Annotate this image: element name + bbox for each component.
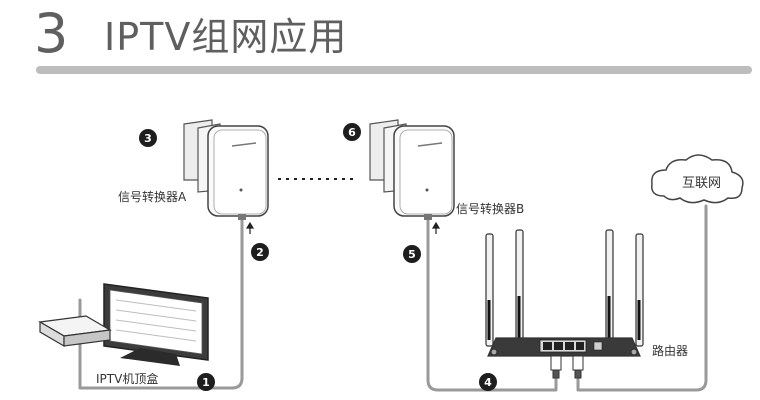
step-number-3: 3 — [144, 132, 152, 145]
step-badge-3: 3 — [139, 129, 157, 147]
header: 3 IPTV组网应用 — [0, 0, 760, 80]
settop-box-device — [38, 315, 112, 348]
section-number: 3 — [34, 2, 69, 65]
step-number-5: 5 — [408, 248, 416, 261]
step-number-2: 2 — [256, 246, 264, 259]
step-number-1: 1 — [202, 376, 210, 389]
step-badge-1: 1 — [197, 373, 215, 391]
internet-cloud — [651, 154, 744, 204]
step-number-6: 6 — [348, 126, 356, 139]
cable-internet-to-router — [576, 204, 708, 392]
cable-adapter-a-to-settop — [78, 216, 244, 390]
cable-adapter-b-to-router — [426, 216, 558, 392]
step-badge-4: 4 — [479, 373, 497, 391]
router-plugs — [550, 355, 584, 379]
label-internet: 互联网 — [682, 176, 722, 191]
step-badges: 3 6 2 5 1 4 — [139, 123, 497, 391]
router-device — [485, 229, 644, 357]
plug-arrows — [245, 221, 441, 234]
tv-device — [103, 283, 209, 366]
section-title: IPTV组网应用 — [104, 15, 348, 59]
label-adapter-a: 信号转换器A — [118, 190, 187, 204]
label-router: 路由器 — [652, 344, 689, 358]
label-settop: IPTV机顶盒 — [96, 372, 159, 386]
step-badge-2: 2 — [251, 243, 269, 261]
adapter-b-device — [369, 119, 455, 220]
title-underline — [36, 66, 752, 74]
step-badge-5: 5 — [403, 245, 421, 263]
step-number-4: 4 — [484, 376, 492, 389]
step-badge-6: 6 — [343, 123, 361, 141]
adapter-a-device — [183, 119, 269, 220]
label-adapter-b: 信号转换器B — [456, 202, 525, 216]
